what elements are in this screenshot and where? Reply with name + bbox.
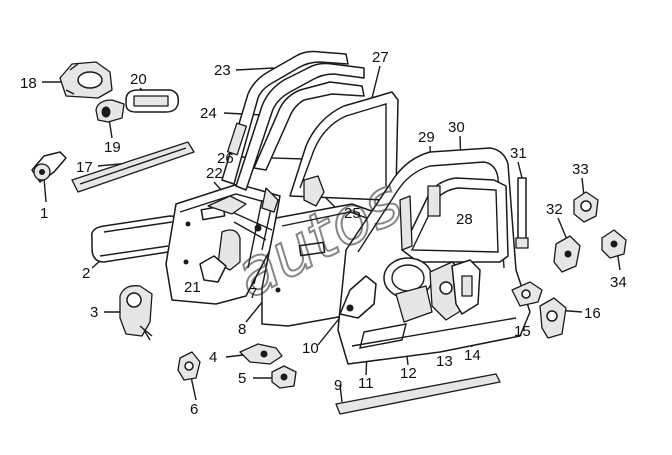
label-16: 16 — [584, 305, 601, 322]
part-25-bracket — [303, 175, 325, 207]
label-18: 18 — [20, 75, 37, 92]
label-34: 34 — [610, 274, 627, 291]
label-22: 22 — [206, 165, 223, 182]
part-3-lock-housing — [119, 285, 153, 341]
label-3: 3 — [90, 304, 98, 321]
part-32-hinge — [553, 235, 581, 273]
label-31: 31 — [510, 145, 527, 162]
label-12: 12 — [400, 365, 417, 382]
label-6: 6 — [190, 401, 198, 418]
label-20: 20 — [130, 71, 147, 88]
label-32: 32 — [546, 201, 563, 218]
label-26: 26 — [217, 150, 234, 167]
part-28-vent-strip — [399, 195, 413, 251]
label-10: 10 — [302, 340, 319, 357]
part-31-support-rod — [515, 177, 529, 249]
label-9: 9 — [334, 377, 342, 394]
part-19-handle-bezel — [95, 99, 125, 123]
part-5-bracket — [271, 365, 297, 389]
part-34-check-strap — [601, 229, 627, 259]
part-7-window-regulator — [199, 187, 279, 283]
part-26-glass-run — [253, 81, 365, 171]
part-15-lock-button — [511, 281, 543, 307]
label-2: 2 — [82, 265, 90, 282]
part-23-frame-channel — [221, 50, 349, 185]
label-15: 15 — [514, 323, 531, 340]
part-22-bracket — [207, 195, 247, 215]
label-5: 5 — [238, 370, 246, 387]
part-18-door-handle — [59, 61, 113, 99]
part-20-pull-cup — [125, 89, 180, 113]
part-24-inner-frame — [226, 62, 365, 191]
label-24: 24 — [200, 105, 217, 122]
part-6-clip — [177, 351, 201, 381]
label-28: 28 — [456, 211, 473, 228]
label-30: 30 — [448, 119, 465, 136]
label-7: 7 — [249, 285, 257, 302]
part-10-latch-plate — [339, 275, 377, 319]
part-1-interior-knob — [31, 151, 67, 183]
label-14: 14 — [464, 347, 481, 364]
label-1: 1 — [40, 205, 48, 222]
label-4: 4 — [209, 349, 217, 366]
part-30-door-frame — [401, 177, 509, 263]
callout-labels: 1 2 3 4 5 6 7 8 9 10 11 12 13 14 15 16 1… — [20, 49, 627, 418]
part-4-rod-clip — [239, 343, 283, 365]
part-14-latch-cover — [451, 259, 481, 315]
label-19: 19 — [104, 139, 121, 156]
label-8: 8 — [238, 321, 246, 338]
label-25: 25 — [344, 205, 361, 222]
label-33: 33 — [572, 161, 589, 178]
label-17: 17 — [76, 159, 93, 176]
part-17-trim-strip — [71, 141, 195, 193]
part-9-weatherstrip — [335, 373, 501, 415]
label-29: 29 — [418, 129, 435, 146]
label-27: 27 — [372, 49, 389, 66]
label-21: 21 — [184, 279, 201, 296]
part-33-bolt — [573, 191, 599, 223]
label-23: 23 — [214, 62, 231, 79]
part-16-switch — [539, 297, 567, 339]
label-13: 13 — [436, 353, 453, 370]
label-11: 11 — [358, 375, 374, 392]
part-12-lock-mechanism — [383, 257, 433, 323]
